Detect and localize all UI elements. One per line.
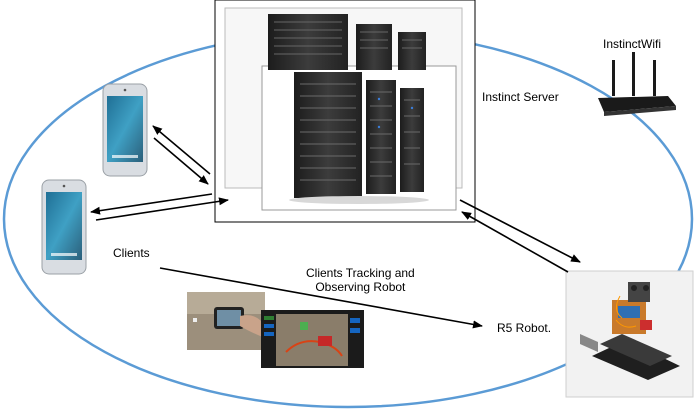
- smartphone-icon: [102, 83, 148, 177]
- arrow-server-to-robot: [459, 199, 581, 263]
- arrow-server-to-phone1: [152, 125, 211, 175]
- tracking-label: Clients Tracking and Observing Robot: [306, 266, 415, 294]
- tracked-robot-icon: [565, 270, 694, 398]
- wifi-router-icon: [598, 52, 676, 116]
- tracking-photo: [187, 292, 265, 350]
- robot-label: R5 Robot.: [497, 321, 552, 335]
- tracking-label-line2: Observing Robot: [315, 280, 406, 294]
- tracking-app-screenshot: [261, 310, 364, 368]
- wifi-label: InstinctWifi: [603, 37, 662, 51]
- arrow-clients-to-robot: [159, 267, 483, 329]
- tracking-label-line1: Clients Tracking and: [306, 266, 415, 280]
- arrows: [90, 125, 581, 329]
- arrow-robot-to-server: [461, 211, 569, 273]
- server-rack-front-icon: [289, 72, 429, 204]
- arrow-phone2-to-server: [95, 197, 229, 221]
- clients-label: Clients: [113, 246, 150, 260]
- server-rack-icon: [268, 14, 426, 70]
- smartphone-icon: [41, 179, 87, 275]
- server-label: Instinct Server: [482, 90, 559, 104]
- arrow-phone1-to-server: [153, 137, 209, 185]
- arrow-server-to-phone2: [90, 193, 213, 215]
